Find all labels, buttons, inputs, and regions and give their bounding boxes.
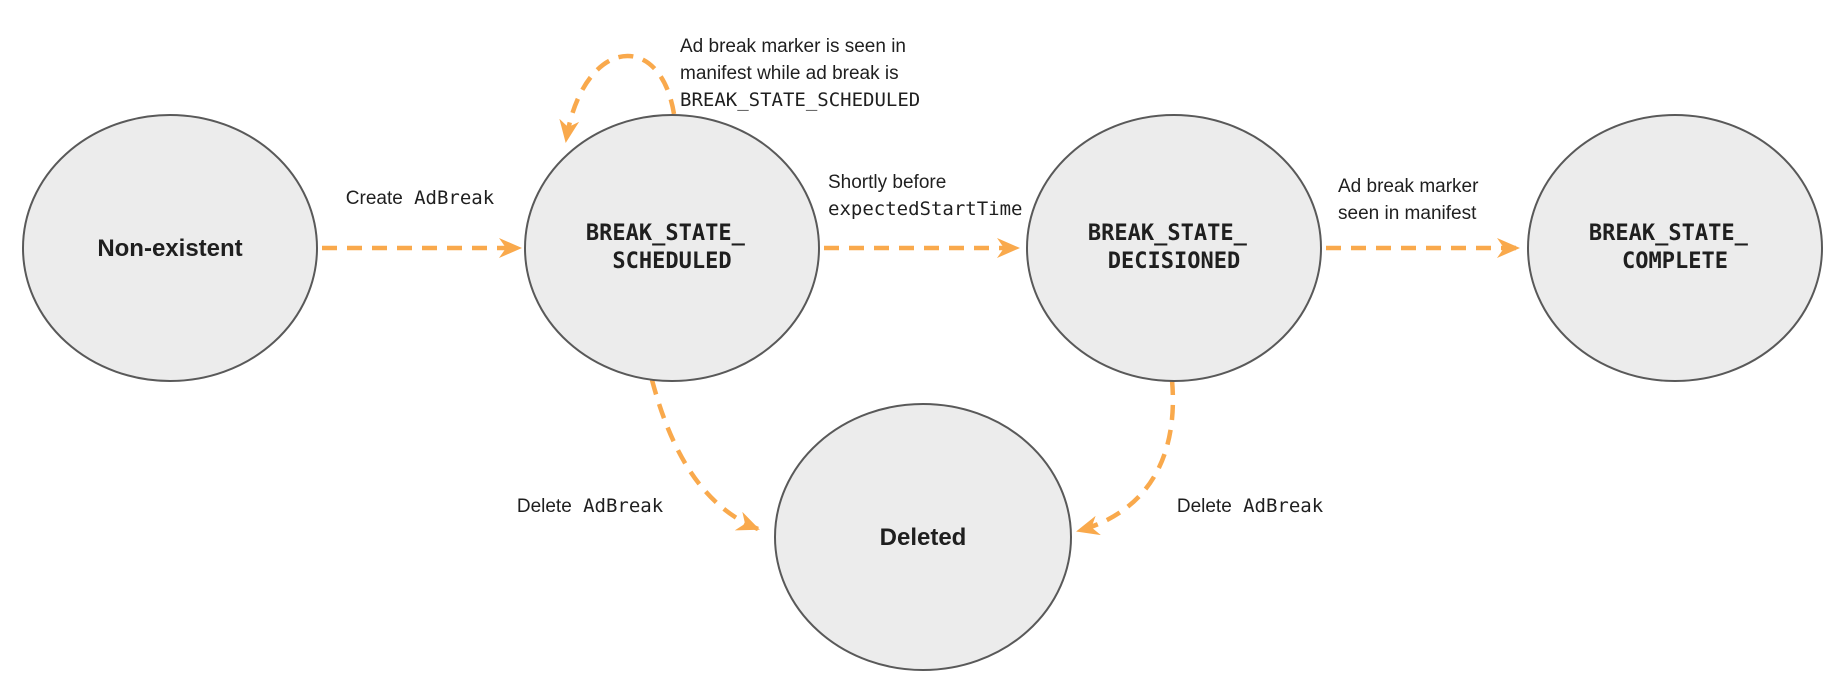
node-label-decisioned: BREAK_STATE_ DECISIONED xyxy=(1088,221,1260,274)
node-label-deleted: Deleted xyxy=(880,524,967,551)
node-label-scheduled: BREAK_STATE_ SCHEDULED xyxy=(586,221,758,274)
edge-label-marker-seen: Ad break marker seen in manifest xyxy=(1338,176,1484,224)
edge-label-shortly-before: Shortly before expectedStartTime xyxy=(828,172,1022,220)
state-node-non-existent xyxy=(22,114,318,382)
edge-label-delete-adbreak-left: Delete AdBreak xyxy=(517,495,664,517)
state-node-break-state-complete xyxy=(1527,114,1823,382)
arrow-self-loop-scheduled xyxy=(559,53,677,143)
node-label-non-existent: Non-existent xyxy=(97,235,242,262)
state-node-break-state-decisioned xyxy=(1026,114,1322,382)
state-node-break-state-scheduled xyxy=(524,114,820,382)
state-node-deleted xyxy=(774,403,1072,671)
arrow-scheduled-to-deleted xyxy=(649,379,760,532)
arrow-decisioned-to-deleted xyxy=(1076,379,1176,536)
edge-label-delete-adbreak-right: Delete AdBreak xyxy=(1177,495,1324,517)
edge-label-self-loop: Ad break marker is seen in manifest whil… xyxy=(680,36,920,111)
node-label-complete: BREAK_STATE_ COMPLETE xyxy=(1589,221,1761,274)
edge-label-create-adbreak: Create AdBreak xyxy=(346,187,495,209)
